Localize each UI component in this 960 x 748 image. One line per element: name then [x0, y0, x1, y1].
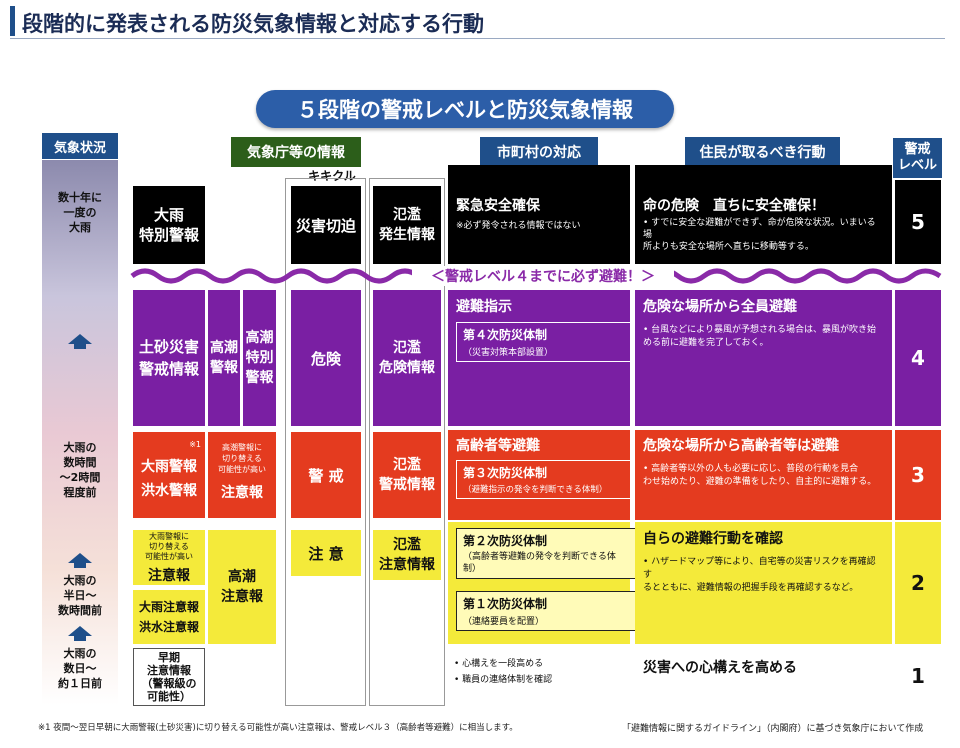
residents-l2-box: 自らの避難行動を確認 • ハザードマップ等により、自宅等の災害リスクを再確認す …: [635, 522, 892, 644]
muni-l3-box: 高齢者等避難 第３次防災体制 （避難指示の発令を判断できる体制）: [448, 430, 638, 520]
jma-l4-sediment-warning: 土砂災害 警戒情報: [133, 290, 205, 426]
level-3-number: 3: [895, 430, 941, 520]
muni-l4-system-title: 第４次防災体制: [463, 328, 548, 342]
divider-evacuation-message: ＜警戒レベル４までに必ず避難！＞: [412, 266, 674, 286]
footnote: ※1 夜間～翌日早朝に大雨警報(土砂災害)に切り替える可能性が高い注意報は、警戒…: [38, 723, 518, 733]
muni-l2-box: 第２次防災体制 （高齢者等避難の発令を判断できる体 制） 第１次防災体制 （連絡…: [448, 522, 638, 644]
muni-l3-system-title: 第３次防災体制: [463, 466, 548, 480]
level-4-number: 4: [895, 290, 941, 426]
weather-gradient-bar: [42, 160, 118, 705]
muni-l2-system2-title: 第２次防災体制: [463, 534, 548, 548]
jma-l2-switch-small: 大雨警報に 切り替える 可能性が高い: [145, 532, 193, 561]
residents-l4-text: • 台風などにより暴風が予想される場合は、暴風が吹き始 める前に避難を完了してお…: [643, 325, 876, 348]
residents-l3-title: 危険な場所から高齢者等は避難: [643, 438, 839, 454]
muni-l1-bullet-1: • 心構えを一段高める: [454, 659, 544, 669]
jma-l2-flood-caution: 氾濫 注意情報: [373, 530, 441, 580]
residents-l4-box: 危険な場所から全員避難 • 台風などにより暴風が予想される場合は、暴風が吹き始 …: [635, 290, 892, 426]
muni-l2-system2-sub: （高齢者等避難の発令を判断できる体 制）: [463, 552, 616, 574]
header-residents: 住民が取るべき行動: [685, 137, 840, 167]
jma-l2-heavy-rain-flood-advisory: 大雨注意報 洪水注意報: [133, 590, 205, 644]
header-weather-status: 気象状況: [42, 133, 118, 159]
page-title: 段階的に発表される防災気象情報と対応する行動: [22, 11, 484, 36]
muni-l4-box: 避難指示 第４次防災体制 （災害対策本部設置）: [448, 290, 638, 426]
residents-l2-text: • ハザードマップ等により、自宅等の災害リスクを再確認す るとともに、避難情報の…: [643, 557, 876, 593]
muni-l2-system1-box: 第１次防災体制 （連絡要員を配置）: [456, 591, 638, 631]
jma-l4-flood-danger: 氾濫 危険情報: [373, 290, 441, 426]
muni-l5-title: 緊急安全確保: [456, 198, 540, 214]
jma-l3-heavy-rain-flood-warning: 大雨警報 洪水警報: [141, 459, 197, 499]
jma-l3-storm-surge-big: 注意報: [221, 485, 263, 501]
kikikuru-label: キキクル: [308, 169, 356, 183]
jma-l3-kikikuru-alert: 警 戒: [291, 432, 361, 518]
jma-l3-note-mark: ※1: [189, 440, 201, 449]
title-underline: [10, 38, 945, 39]
condition-level1: 大雨の 数日～ 約１日前: [58, 646, 102, 690]
muni-l1-list: • 心構えを一段高める • 職員の連絡体制を確認: [454, 656, 629, 688]
banner-title: ５段階の警戒レベルと防災気象情報: [256, 90, 674, 128]
muni-l2-system2-box: 第２次防災体制 （高齢者等避難の発令を判断できる体 制）: [456, 528, 638, 579]
muni-l3-system-sub: （避難指示の発令を判断できる体制）: [463, 485, 608, 495]
arrow-up-icon-stem: [74, 563, 86, 568]
muni-l3-system-box: 第３次防災体制 （避難指示の発令を判断できる体制）: [456, 460, 638, 499]
residents-l5-text: • すでに安全な避難ができず、命が危険な状況。いまいる場 所よりも安全な場所へ直…: [643, 218, 876, 252]
jma-l2-kikikuru-caution: 注 意: [291, 530, 361, 576]
muni-l3-title: 高齢者等避難: [456, 438, 540, 454]
header-jma-info: 気象庁等の情報: [231, 137, 361, 167]
level-2-number: 2: [895, 522, 941, 644]
title-accent-bar: [10, 6, 15, 36]
jma-l3-flood-alert: 氾濫 警戒情報: [373, 432, 441, 518]
condition-level3: 大雨の 数時間 ～2時間 程度前: [59, 441, 101, 499]
arrow-up-icon: [68, 626, 92, 636]
arrow-up-icon: [68, 334, 92, 344]
jma-l4-storm-surge-special-warning: 高潮 特別 警報: [243, 290, 276, 426]
residents-l5-box: 命の危険 直ちに安全確保！ • すでに安全な避難ができず、命が危険な状況。いまい…: [635, 165, 892, 264]
residents-l4-title: 危険な場所から全員避難: [643, 299, 797, 315]
arrow-up-icon: [68, 553, 92, 563]
residents-l1-title: 災害への心構えを高める: [643, 660, 797, 676]
jma-l5-kikikuru-imminent: 災害切迫: [291, 186, 361, 264]
residents-l3-text: • 高齢者等以外の人も必要に応じ、普段の行動を見合 わせ始めたり、避難の準備をし…: [643, 464, 877, 487]
residents-l5-title: 命の危険 直ちに安全確保！: [643, 198, 825, 214]
source-note: 「避難情報に関するガイドライン」（内閣府）に基づき気象庁において作成: [622, 724, 924, 734]
arrow-up-icon-stem: [74, 344, 86, 349]
kikikuru-frame: [285, 178, 366, 706]
muni-l5-box: 緊急安全確保 ※必ず発令される情報ではない: [448, 165, 630, 264]
jma-l3-storm-surge-advisory: 高潮警報に 切り替える 可能性が高い 注意報: [208, 432, 276, 518]
muni-l1-bullet-2: • 職員の連絡体制を確認: [454, 675, 553, 685]
condition-level2: 大雨の 半日～ 数時間前: [58, 573, 102, 617]
muni-l4-system-sub: （災害対策本部設置）: [463, 348, 554, 358]
jma-l5-flood-occurrence: 氾濫 発生情報: [373, 186, 441, 264]
jma-l3-storm-surge-small: 高潮警報に 切り替える 可能性が高い: [218, 443, 266, 474]
jma-l3-warnings: ※1 大雨警報 洪水警報: [133, 432, 205, 518]
arrow-up-icon-stem: [74, 636, 86, 641]
jma-l4-kikikuru-danger: 危険: [291, 290, 361, 426]
jma-l5-heavy-rain-special-warning: 大雨 特別警報: [133, 186, 205, 264]
muni-l4-title: 避難指示: [456, 299, 512, 315]
header-alert-level: 警戒 レベル: [893, 138, 942, 178]
jma-l1-early-caution: 早期 注意情報 （警報級の 可能性）: [133, 648, 205, 706]
muni-l5-note: ※必ず発令される情報ではない: [456, 221, 581, 231]
muni-l2-system1-sub: （連絡要員を配置）: [463, 617, 545, 627]
condition-level5: 数十年に 一度の 大雨: [58, 190, 102, 234]
flood-frame: [369, 178, 445, 706]
jma-l2-switch-big: 注意報: [148, 568, 190, 584]
jma-l2-switch-advisory: 大雨警報に 切り替える 可能性が高い 注意報: [133, 530, 205, 585]
muni-l2-system1-title: 第１次防災体制: [463, 597, 548, 611]
level-1-number: 1: [911, 664, 925, 688]
jma-l2-storm-surge-advisory: 高潮 注意報: [208, 530, 276, 644]
residents-l3-box: 危険な場所から高齢者等は避難 • 高齢者等以外の人も必要に応じ、普段の行動を見合…: [635, 430, 892, 520]
residents-l2-title: 自らの避難行動を確認: [643, 531, 783, 547]
header-municipality: 市町村の対応: [480, 137, 598, 167]
muni-l4-system-box: 第４次防災体制 （災害対策本部設置）: [456, 322, 638, 362]
jma-l4-storm-surge-warning: 高潮 警報: [208, 290, 240, 426]
level-5-number: 5: [895, 180, 941, 264]
